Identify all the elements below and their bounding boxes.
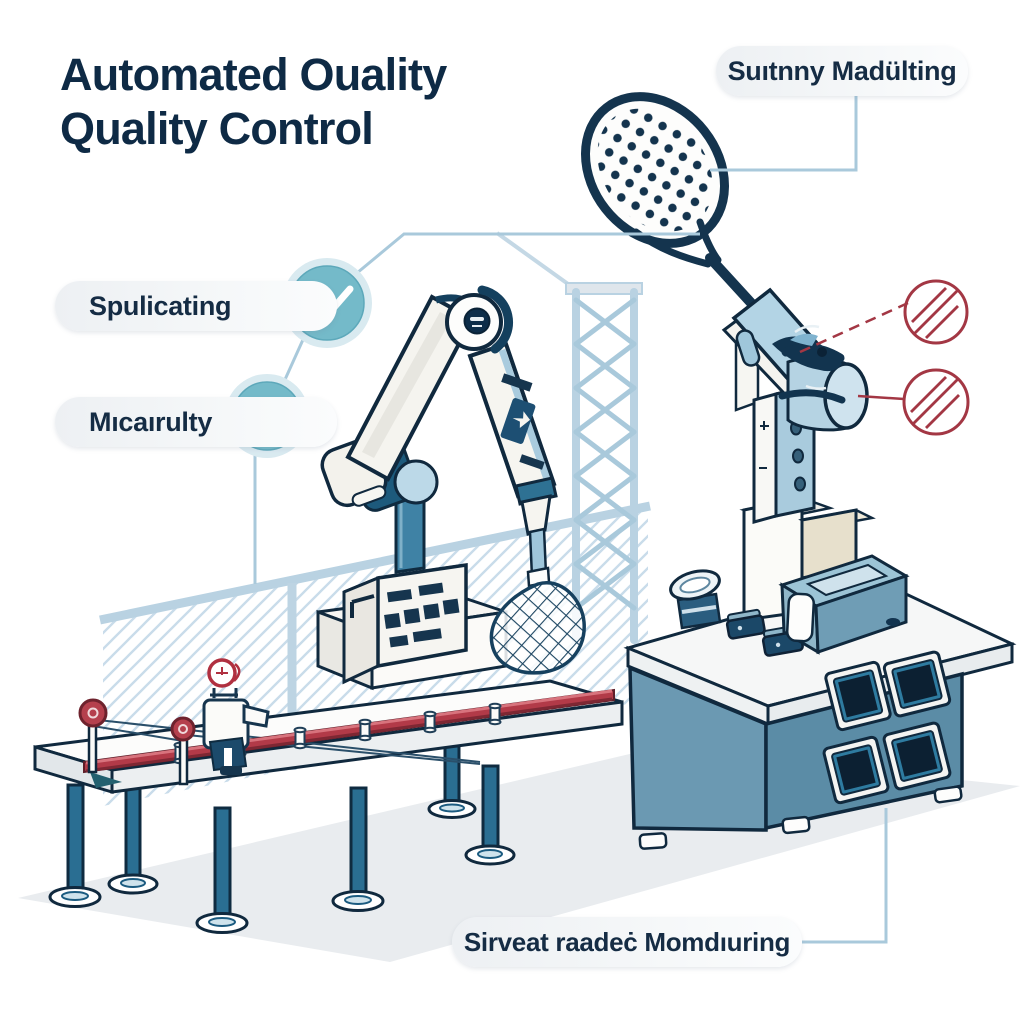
callout-left-2: Mıcaırulty bbox=[55, 397, 337, 447]
screen-panel bbox=[882, 650, 952, 718]
printer-device bbox=[778, 554, 910, 655]
forearm bbox=[467, 341, 557, 499]
defect-leader-dashed bbox=[799, 301, 909, 354]
callout-bottom: Sirveat raadeċ Momdıuring bbox=[452, 917, 802, 967]
robot-arm bbox=[316, 285, 586, 691]
cabinet-feet bbox=[638, 785, 963, 850]
forearm-glyphs bbox=[500, 373, 545, 470]
lattice-mast bbox=[565, 282, 643, 644]
racket-strings bbox=[597, 108, 713, 232]
net-tool bbox=[489, 580, 586, 675]
control-panel-glyphs bbox=[384, 582, 460, 648]
connector-left-1 bbox=[356, 232, 700, 275]
callout-left-2-label: Mıcaırulty bbox=[89, 406, 213, 437]
callout-top-right: Suıtnny Madülting bbox=[716, 46, 968, 96]
inspection-table bbox=[33, 658, 624, 934]
callout-connectors bbox=[253, 96, 888, 944]
defect-marker-bottom bbox=[902, 368, 970, 436]
table-legs bbox=[48, 740, 516, 934]
test-station bbox=[623, 279, 1017, 850]
defect-marker-top bbox=[903, 279, 969, 345]
title-line-2: Quality Control bbox=[60, 103, 374, 154]
tensioner-device bbox=[202, 658, 270, 775]
pivot-drum bbox=[772, 324, 869, 432]
wrist-assembly bbox=[514, 476, 558, 588]
screen-panel bbox=[824, 660, 892, 732]
connector-between-checks bbox=[281, 332, 308, 385]
callout-left-1-label: Spulicating bbox=[89, 290, 232, 321]
defect-leader-solid bbox=[857, 394, 905, 401]
pulley-posts bbox=[78, 698, 196, 786]
title-line-1: Automated Ouality bbox=[60, 49, 447, 100]
shoulder-joint bbox=[445, 285, 513, 354]
monitor-screens bbox=[822, 650, 952, 805]
connector-top-right bbox=[710, 96, 858, 172]
callout-top-right-label: Suıtnny Madülting bbox=[727, 55, 957, 86]
clamp-hardware bbox=[772, 336, 842, 372]
pulley-wheel-1 bbox=[78, 698, 108, 728]
screen-panel bbox=[822, 735, 890, 805]
robot-control-box bbox=[342, 562, 468, 685]
connector-bottom bbox=[802, 808, 888, 944]
callout-bottom-label: Sirveat raadeċ Momdıuring bbox=[463, 926, 791, 957]
page-title: Automated Ouality Quality Control bbox=[60, 48, 447, 156]
gauge-device bbox=[669, 569, 722, 630]
callout-left-1: Spulicating bbox=[55, 281, 337, 331]
screen-panel bbox=[882, 721, 952, 791]
pulley-wheel-2 bbox=[170, 716, 196, 742]
clamp-block-1 bbox=[725, 608, 766, 640]
